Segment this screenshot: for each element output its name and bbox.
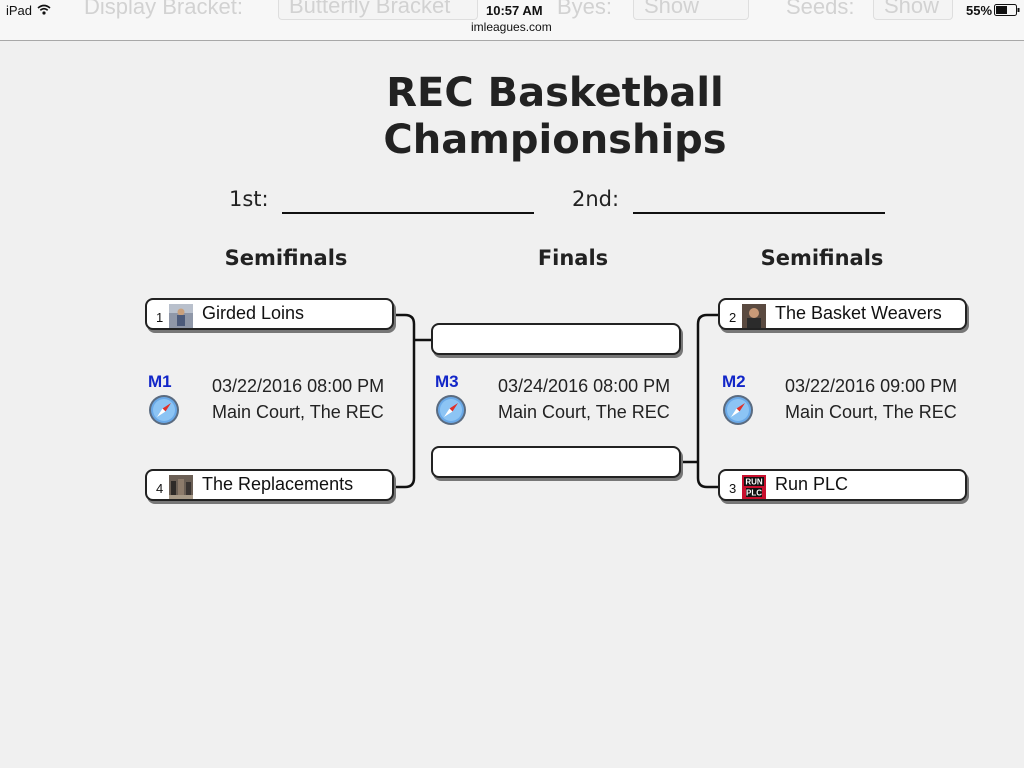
seed-number: 2 xyxy=(729,310,737,325)
battery-icon xyxy=(994,4,1020,16)
finals-slot-bottom[interactable] xyxy=(431,446,681,478)
first-place-line xyxy=(282,212,534,214)
battery-percent: 55% xyxy=(966,3,993,18)
title-line-2: Championships xyxy=(383,117,727,163)
seed-number: 1 xyxy=(156,310,164,325)
match-id-m3[interactable]: M3 xyxy=(435,372,459,391)
round-title-left: Semifinals xyxy=(224,246,348,270)
team-photo-the-replacements xyxy=(169,475,193,499)
match-location: Main Court, The REC xyxy=(212,402,384,422)
match-datetime: 03/24/2016 08:00 PM xyxy=(498,376,671,396)
match-location: Main Court, The REC xyxy=(498,402,670,422)
byes-label: Byes: xyxy=(557,0,613,19)
first-place-label: 1st: xyxy=(229,187,269,211)
round-title-right: Semifinals xyxy=(760,246,884,270)
match-location: Main Court, The REC xyxy=(785,402,957,422)
seeds-select[interactable]: Show xyxy=(873,0,953,20)
second-place-label: 2nd: xyxy=(572,187,620,211)
team-slot-seed-2[interactable]: 2 The Basket Weavers xyxy=(718,298,967,330)
page-title: REC Basketball Championships xyxy=(300,70,810,164)
seed-number: 3 xyxy=(729,481,737,496)
team-slot-seed-3[interactable]: 3 RUN PLC Run PLC xyxy=(718,469,967,501)
match-info-m1: 03/22/2016 08:00 PM Main Court, The REC xyxy=(212,373,384,425)
seed-number: 4 xyxy=(156,481,164,496)
url-label[interactable]: imleagues.com xyxy=(471,20,552,34)
team-name[interactable]: The Replacements xyxy=(202,474,354,494)
logo-text-plc: PLC xyxy=(746,489,762,498)
team-logo-run-plc: RUN PLC xyxy=(742,475,766,499)
team-photo-basket-weavers xyxy=(742,304,766,328)
byes-select[interactable]: Show xyxy=(633,0,749,20)
match-info-m2: 03/22/2016 09:00 PM Main Court, The REC xyxy=(785,373,957,425)
match-datetime: 03/22/2016 09:00 PM xyxy=(785,376,958,396)
team-name[interactable]: The Basket Weavers xyxy=(775,303,942,323)
display-bracket-label: Display Bracket: xyxy=(84,0,243,19)
display-bracket-select[interactable]: Butterfly Bracket xyxy=(278,0,478,20)
match-info-m3: 03/24/2016 08:00 PM Main Court, The REC xyxy=(498,373,670,425)
match-id-m1[interactable]: M1 xyxy=(148,372,172,391)
team-photo-girded-loins xyxy=(169,304,193,328)
status-bar: Display Bracket: Butterfly Bracket Byes:… xyxy=(0,0,1024,41)
seeds-label: Seeds: xyxy=(786,0,855,19)
team-name[interactable]: Run PLC xyxy=(775,474,849,494)
logo-text-run: RUN xyxy=(745,478,763,487)
team-slot-seed-4[interactable]: 4 The Replacements xyxy=(145,469,394,501)
device-name: iPad xyxy=(6,3,33,18)
wifi-icon xyxy=(37,4,51,15)
team-name[interactable]: Girded Loins xyxy=(202,303,305,323)
clock: 10:57 AM xyxy=(486,3,543,18)
match-id-m2[interactable]: M2 xyxy=(722,372,746,391)
compass-icon[interactable] xyxy=(148,394,180,426)
second-place-line xyxy=(633,212,885,214)
team-slot-seed-1[interactable]: 1 Girded Loins xyxy=(145,298,394,330)
finals-slot-top[interactable] xyxy=(431,323,681,355)
compass-icon[interactable] xyxy=(435,394,467,426)
compass-icon[interactable] xyxy=(722,394,754,426)
round-title-center: Finals xyxy=(537,246,609,270)
title-line-1: REC Basketball xyxy=(386,70,724,116)
match-datetime: 03/22/2016 08:00 PM xyxy=(212,376,385,396)
